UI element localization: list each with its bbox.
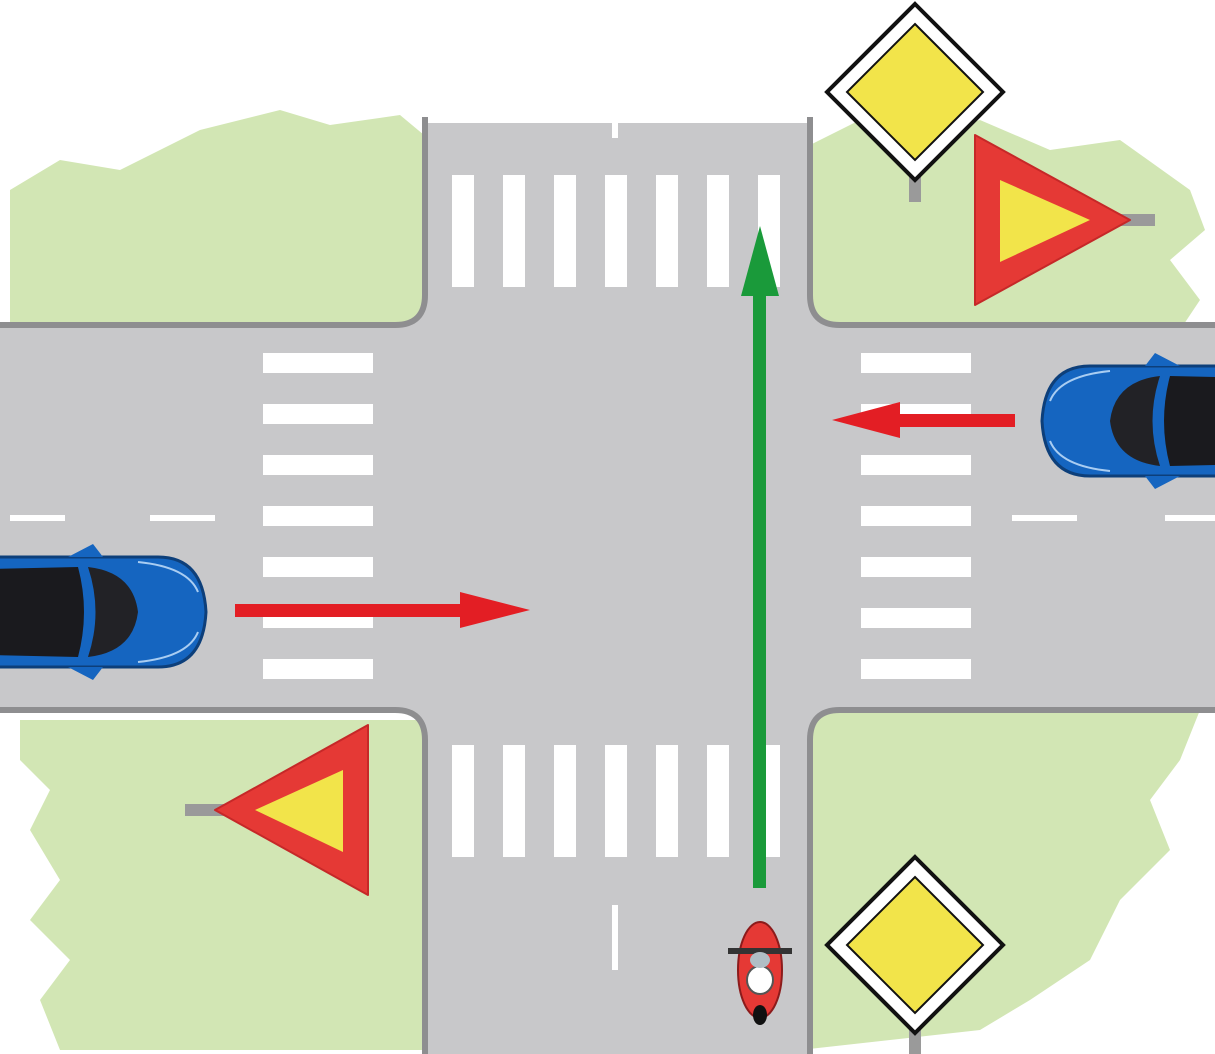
crosswalk-stripe [452, 175, 474, 287]
traffic-signs [185, 1, 1155, 1054]
car-windshield [1110, 376, 1160, 466]
crosswalk-stripe [554, 745, 576, 857]
grass-patch-se [800, 710, 1200, 1050]
car-mirror [1145, 476, 1180, 489]
crosswalk-stripe [452, 745, 474, 857]
crosswalk-stripe [656, 175, 678, 287]
crosswalk-stripe [263, 659, 373, 679]
car-mirror [1145, 353, 1180, 366]
lane-dash [612, 905, 618, 970]
lane-dash [612, 122, 618, 138]
grass-patch-nw [10, 110, 430, 330]
lane-dash [10, 515, 65, 521]
crosswalk-stripe [263, 557, 373, 577]
arrow-car-east-shaft [890, 414, 1015, 427]
crosswalk-stripe [503, 175, 525, 287]
motorcycle-south [728, 921, 792, 1025]
yield-sign-center [255, 770, 343, 852]
car-highlight [1049, 370, 1111, 402]
yield-sign-east [974, 134, 1155, 306]
crosswalk-stripe [263, 353, 373, 373]
crosswalk-stripe [605, 745, 627, 857]
road-bottom-end [428, 1049, 807, 1054]
crosswalk-stripe [861, 455, 971, 475]
road-left-end [0, 328, 4, 707]
crosswalk-stripe [503, 745, 525, 857]
arrow-car-west-head [460, 592, 530, 628]
car-west [0, 544, 208, 680]
motorcycle-wheel [753, 1005, 767, 1025]
crosswalk-stripe [861, 557, 971, 577]
crosswalk-stripe [263, 404, 373, 424]
crosswalk-stripe [707, 745, 729, 857]
crosswalk-stripe [861, 659, 971, 679]
crosswalk-stripe [861, 608, 971, 628]
vehicles [0, 353, 1215, 1025]
sign-post [185, 804, 225, 816]
motorcycle-helmet [746, 965, 774, 995]
lane-dash [150, 515, 215, 521]
road-top-end [428, 115, 807, 123]
car-mirror [68, 667, 103, 680]
priority-sign-center [845, 22, 985, 162]
arrow-motorcycle-shaft [753, 290, 766, 888]
car-highlight [137, 631, 199, 663]
car-roof [1164, 376, 1215, 466]
priority-road-sign-north [824, 1, 1006, 202]
crosswalk-stripe [707, 175, 729, 287]
lane-dash [1165, 515, 1215, 521]
arrow-motorcycle-head [741, 226, 779, 296]
crosswalk-stripe [605, 175, 627, 287]
car-windshield [88, 567, 138, 657]
lane-dash [1012, 515, 1077, 521]
motorcycle-rider [750, 952, 770, 968]
car-mirror [68, 544, 103, 557]
crosswalk-stripe [861, 353, 971, 373]
car-roof [0, 567, 84, 657]
car-highlight [137, 561, 199, 593]
yield-sign-west [185, 724, 369, 896]
motorcycle-handlebar [728, 948, 792, 954]
movement-arrows [235, 226, 1015, 888]
car-east [1040, 353, 1215, 489]
crosswalk-stripe [861, 506, 971, 526]
car-highlight [1049, 440, 1111, 472]
crosswalk-stripe [263, 506, 373, 526]
arrow-car-east-head [832, 402, 900, 438]
priority-road-sign-south [824, 854, 1006, 1054]
yield-sign-center [1000, 180, 1090, 262]
crosswalk-stripe [554, 175, 576, 287]
crosswalk-stripe [263, 455, 373, 475]
priority-sign-center [845, 875, 985, 1015]
crosswalk-stripe [656, 745, 678, 857]
arrow-car-west-shaft [235, 604, 470, 617]
